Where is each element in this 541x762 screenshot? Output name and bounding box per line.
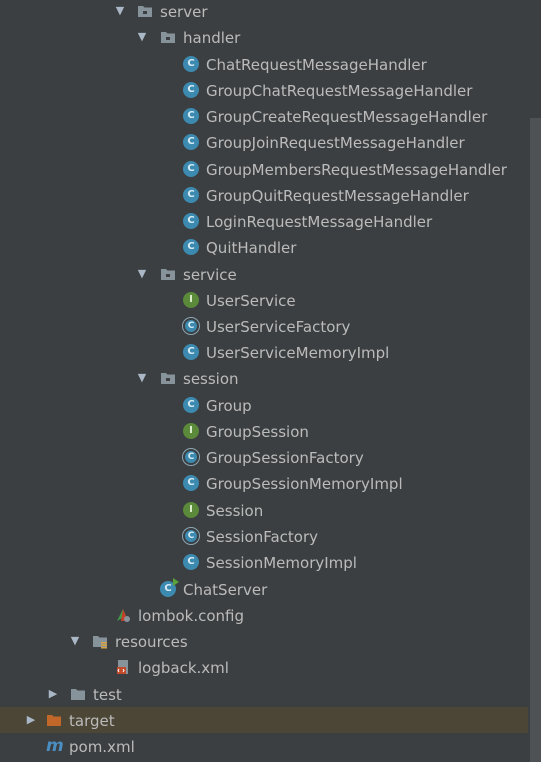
class-icon: C [183, 134, 199, 150]
class-icon: C [183, 239, 199, 255]
expand-arrow-icon[interactable]: ▶ [26, 713, 36, 726]
main-class-icon: C [160, 578, 179, 597]
tree-row[interactable]: C GroupQuitRequestMessageHandler [0, 182, 528, 208]
interface-icon: I [183, 502, 199, 518]
expand-arrow-icon[interactable]: ▶ [48, 687, 58, 700]
tree-item-label: Group [206, 397, 252, 415]
tree-item-label: UserServiceMemoryImpl [206, 344, 390, 362]
tree-row[interactable]: C GroupJoinRequestMessageHandler [0, 129, 528, 155]
tree-row[interactable]: C SessionFactory [0, 523, 528, 549]
tree-item-label: logback.xml [138, 659, 229, 677]
tree-item-label: UserServiceFactory [206, 318, 351, 336]
tree-item-label: target [69, 712, 115, 730]
tree-row[interactable]: ▼ session [0, 365, 528, 391]
xml-file-icon [115, 659, 131, 675]
tree-item-label: QuitHandler [206, 239, 297, 257]
collapse-arrow-icon[interactable]: ▼ [137, 267, 147, 280]
tree-item-label: GroupCreateRequestMessageHandler [206, 108, 488, 126]
package-icon [137, 3, 153, 19]
run-marker-icon [173, 578, 179, 586]
tree-row[interactable]: I UserService [0, 287, 528, 313]
class-icon: C [183, 82, 199, 98]
final-class-icon: C [183, 318, 199, 334]
tree-row[interactable]: C QuitHandler [0, 234, 528, 260]
collapse-arrow-icon[interactable]: ▼ [115, 4, 125, 17]
tree-row[interactable]: C GroupSessionFactory [0, 444, 528, 470]
tree-row[interactable]: logback.xml [0, 654, 528, 680]
tree-item-label: pom.xml [69, 738, 135, 756]
tree-item-label: GroupChatRequestMessageHandler [206, 82, 473, 100]
tree-row[interactable]: ▼ resources [0, 628, 528, 654]
final-class-icon: C [183, 449, 199, 465]
tree-item-label: handler [183, 29, 241, 47]
tree-item-label: SessionMemoryImpl [206, 554, 357, 572]
class-icon: C [183, 187, 199, 203]
collapse-arrow-icon[interactable]: ▼ [70, 634, 80, 647]
vertical-scrollbar[interactable] [530, 118, 541, 762]
tree-row[interactable]: ▶ test [0, 681, 528, 707]
tree-row[interactable]: C LoginRequestMessageHandler [0, 208, 528, 234]
class-icon: C [183, 56, 199, 72]
interface-icon: I [183, 292, 199, 308]
tree-item-label: Session [206, 502, 264, 520]
tree-item-label: GroupQuitRequestMessageHandler [206, 187, 469, 205]
interface-icon: I [183, 423, 199, 439]
maven-file-icon: m [46, 736, 64, 756]
collapse-arrow-icon[interactable]: ▼ [137, 30, 147, 43]
tree-row[interactable]: ▼ service [0, 261, 528, 287]
resources-folder-icon [92, 633, 108, 649]
package-icon [160, 266, 176, 282]
tree-row[interactable]: C GroupSessionMemoryImpl [0, 470, 528, 496]
class-icon: C [183, 475, 199, 491]
final-class-icon: C [183, 528, 199, 544]
tree-item-label: GroupSessionMemoryImpl [206, 475, 403, 493]
tree-item-label: GroupJoinRequestMessageHandler [206, 134, 465, 152]
tree-row[interactable]: C UserServiceMemoryImpl [0, 339, 528, 365]
tree-row[interactable]: I Session [0, 497, 528, 523]
excluded-folder-icon [46, 712, 62, 728]
tree-row[interactable]: lombok.config [0, 602, 528, 628]
tree-row[interactable]: C GroupCreateRequestMessageHandler [0, 103, 528, 129]
class-icon: C [183, 344, 199, 360]
class-icon: C [183, 108, 199, 124]
tree-row[interactable]: I GroupSession [0, 418, 528, 444]
tree-item-label: ChatServer [183, 581, 268, 599]
tree-item-label: service [183, 266, 237, 284]
package-icon [160, 29, 176, 45]
tree-row[interactable]: ▼ server [0, 0, 528, 24]
tree-row[interactable]: C ChatRequestMessageHandler [0, 51, 528, 77]
tree-row[interactable]: ▶ target [0, 707, 528, 733]
tree-item-label: test [93, 686, 122, 704]
tree-item-label: GroupMembersRequestMessageHandler [206, 161, 507, 179]
class-icon: C [183, 161, 199, 177]
tree-row[interactable]: C UserServiceFactory [0, 313, 528, 339]
class-icon: C [183, 213, 199, 229]
class-icon: C [183, 554, 199, 570]
package-icon [160, 370, 176, 386]
tree-row[interactable]: ▼ handler [0, 24, 528, 50]
tree-row[interactable]: m pom.xml [0, 733, 528, 759]
tree-item-label: resources [115, 633, 188, 651]
tree-item-label: lombok.config [138, 607, 245, 625]
collapse-arrow-icon[interactable]: ▼ [137, 371, 147, 384]
config-file-icon [115, 607, 131, 623]
tree-row[interactable]: C Group [0, 392, 528, 418]
tree-row[interactable]: C GroupChatRequestMessageHandler [0, 77, 528, 103]
tree-item-label: LoginRequestMessageHandler [206, 213, 433, 231]
tree-row[interactable]: C GroupMembersRequestMessageHandler [0, 156, 528, 182]
tree-item-label: SessionFactory [206, 528, 319, 546]
tree-item-label: GroupSessionFactory [206, 449, 364, 467]
tree-item-label: GroupSession [206, 423, 309, 441]
tree-item-label: session [183, 370, 239, 388]
tree-item-label: server [160, 3, 208, 21]
tree-row[interactable]: C SessionMemoryImpl [0, 549, 528, 575]
tree-item-label: UserService [206, 292, 296, 310]
tree-item-label: ChatRequestMessageHandler [206, 56, 427, 74]
folder-icon [70, 686, 86, 702]
class-icon: C [183, 397, 199, 413]
